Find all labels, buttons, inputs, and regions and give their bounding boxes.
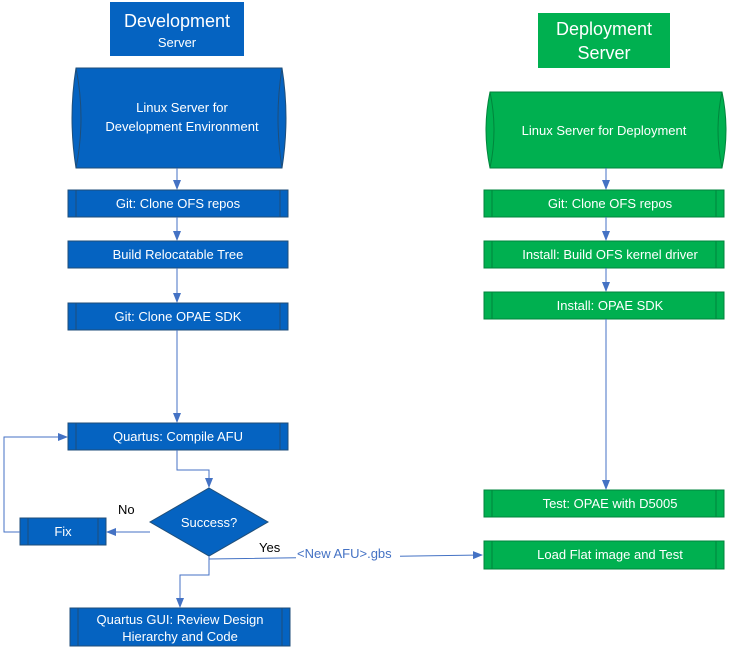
dev-step-build-tree: Build Relocatable Tree: [67, 240, 289, 269]
connector-label-gbs: <New AFU>.gbs: [297, 546, 392, 561]
deploy-server-shape: Linux Server for Deployment: [485, 91, 727, 169]
deploy-step-clone-ofs-label: Git: Clone OFS repos: [548, 196, 673, 211]
deploy-step-test-label: Test: OPAE with D5005: [543, 496, 678, 511]
deploy-server-label: Linux Server for Deployment: [522, 123, 687, 138]
dev-step-review-line1: Quartus GUI: Review Design: [97, 612, 264, 627]
label-yes: Yes: [259, 540, 281, 555]
dev-step-clone-opae-label: Git: Clone OPAE SDK: [115, 309, 242, 324]
dev-step-fix: Fix: [19, 517, 107, 546]
dev-header-box: Development Server: [110, 2, 244, 56]
dev-step-clone-ofs-label: Git: Clone OFS repos: [116, 196, 241, 211]
deploy-step-load: Load Flat image and Test: [483, 540, 725, 570]
arrow-fix-to-compile: [3, 433, 68, 533]
dev-step-build-tree-label: Build Relocatable Tree: [113, 247, 244, 262]
label-no: No: [118, 502, 135, 517]
dev-step-review-line2: Hierarchy and Code: [122, 629, 238, 644]
deploy-header-box: Deployment Server: [538, 13, 670, 68]
deploy-step-clone-ofs: Git: Clone OFS repos: [483, 189, 725, 218]
deploy-step-install-driver-label: Install: Build OFS kernel driver: [522, 247, 698, 262]
deploy-header-line1: Deployment: [556, 19, 652, 39]
dev-step-clone-opae: Git: Clone OPAE SDK: [67, 302, 289, 331]
dev-decision-success: Success?: [148, 487, 270, 557]
deploy-step-test: Test: OPAE with D5005: [483, 489, 725, 518]
dev-header-title: Development: [124, 11, 230, 31]
connector-label-bg: [296, 546, 400, 561]
arrow-decision-to-review: [176, 556, 210, 608]
deploy-step-load-label: Load Flat image and Test: [537, 547, 683, 562]
dev-server-label-line1: Linux Server for: [136, 100, 228, 115]
dev-header-subtitle: Server: [158, 35, 197, 50]
dev-step-compile: Quartus: Compile AFU: [67, 422, 289, 451]
deploy-step-install-driver: Install: Build OFS kernel driver: [483, 240, 725, 269]
dev-step-fix-label: Fix: [54, 524, 72, 539]
dev-server-label-line2: Development Environment: [105, 119, 259, 134]
dev-decision-label: Success?: [181, 515, 237, 530]
dev-server-shape: Linux Server for Development Environment: [71, 67, 287, 169]
deploy-header-line2: Server: [577, 43, 630, 63]
dev-step-compile-label: Quartus: Compile AFU: [113, 429, 243, 444]
arrow-compile-to-decision: [176, 450, 213, 488]
deploy-step-install-opae-label: Install: OPAE SDK: [557, 298, 664, 313]
deploy-step-install-opae: Install: OPAE SDK: [483, 291, 725, 320]
dev-step-review: Quartus GUI: Review Design Hierarchy and…: [69, 607, 291, 647]
dev-step-clone-ofs: Git: Clone OFS repos: [67, 189, 289, 218]
